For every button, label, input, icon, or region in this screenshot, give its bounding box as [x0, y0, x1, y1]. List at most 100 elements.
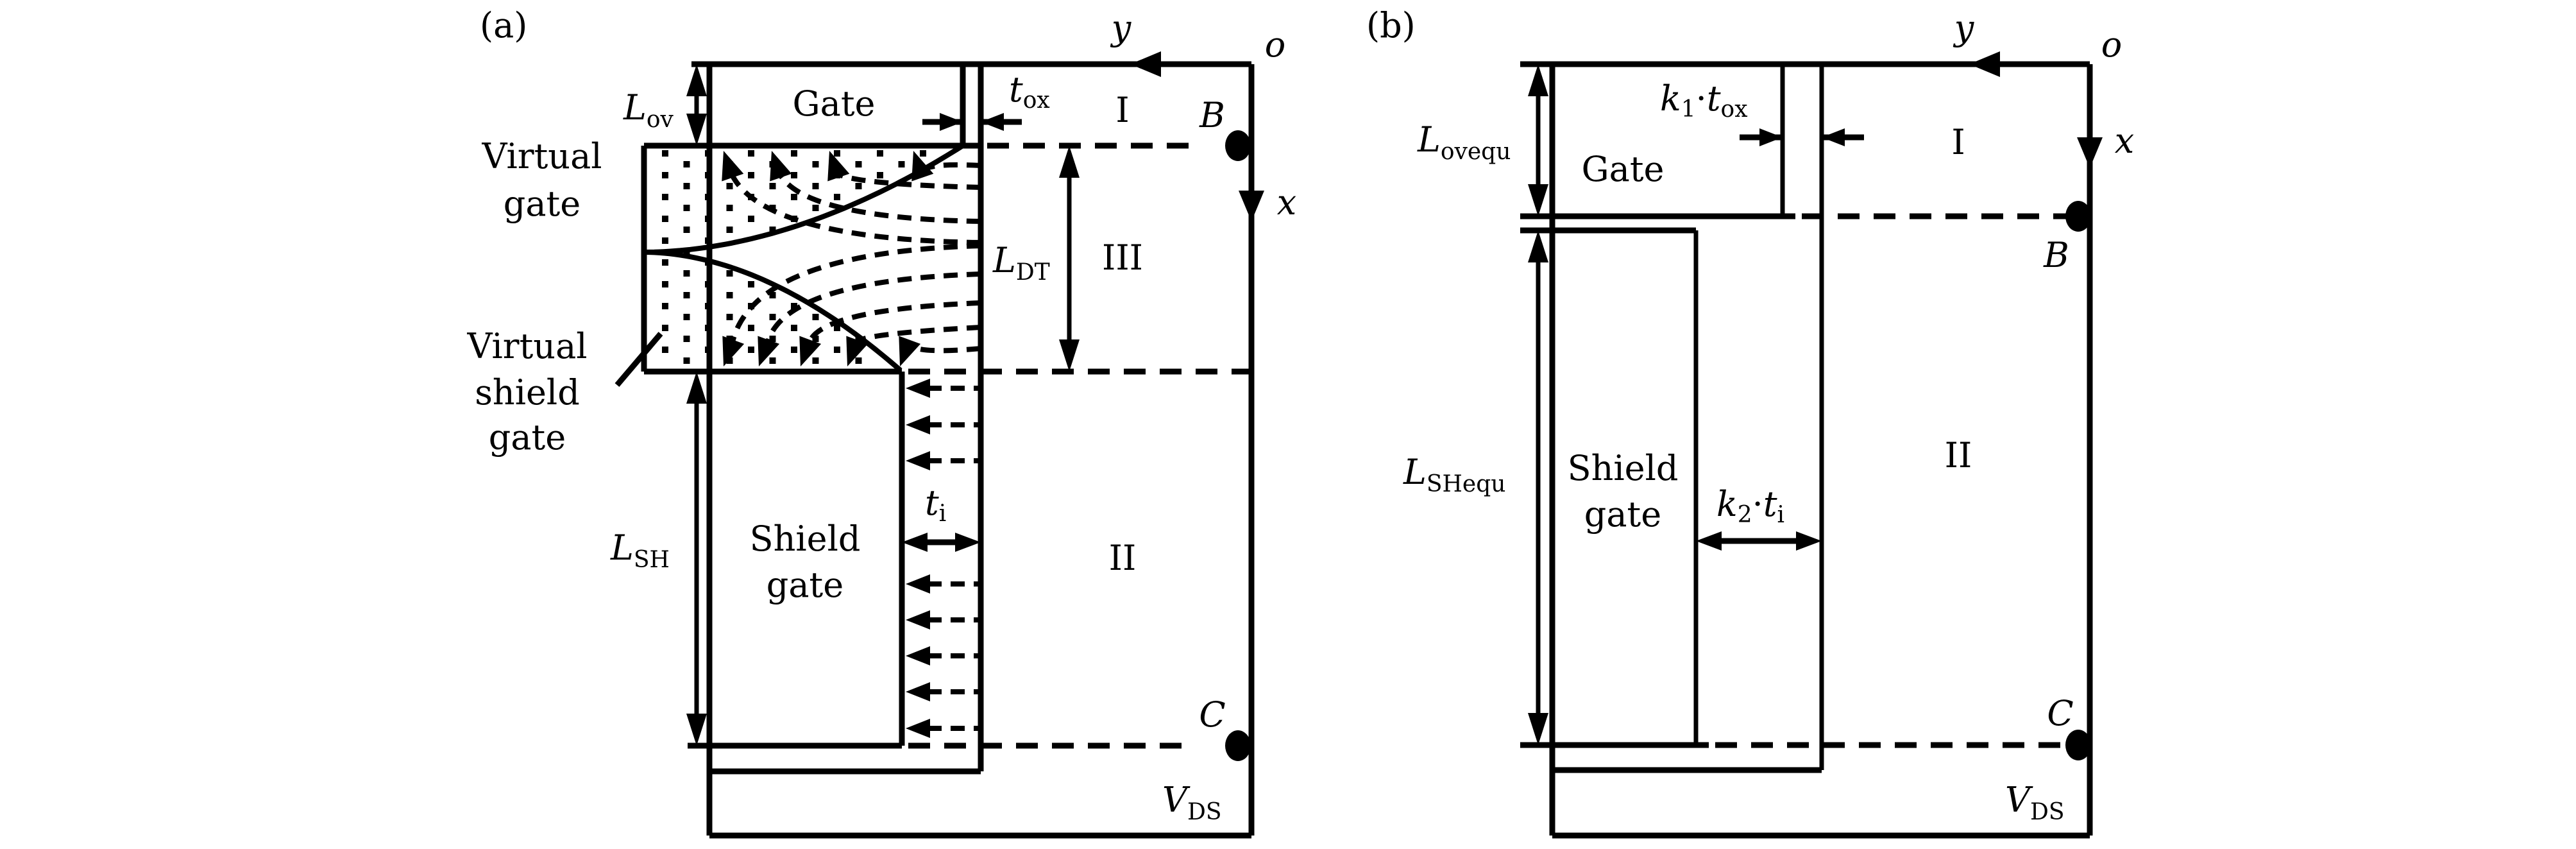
dot — [662, 303, 668, 309]
dot — [812, 161, 819, 167]
k2-ti-dimension-arrowhead-right — [1796, 531, 1822, 551]
dot — [769, 292, 776, 298]
axis-x-label: x — [1277, 182, 1296, 223]
dot — [791, 347, 797, 353]
t-i-label: ti — [925, 483, 946, 527]
axis-y-label: y — [1953, 8, 1975, 48]
dot — [748, 325, 754, 331]
point-b-label: B — [2043, 235, 2069, 275]
virtual-gate-label-line2: gate — [504, 184, 580, 224]
virtual-shield-gate-label-line2: shield — [475, 372, 580, 413]
dot — [769, 227, 776, 233]
shield-field-arrowhead-icon — [906, 451, 930, 470]
dot — [920, 150, 926, 157]
l-ov-dimension-arrowhead-top — [686, 64, 707, 96]
point-b-marker — [2065, 201, 2091, 232]
panel-a-geometry — [614, 51, 1264, 839]
origin-label: o — [1265, 24, 1286, 65]
dot — [748, 347, 754, 353]
x-axis-arrowhead-icon — [2077, 137, 2103, 168]
point-c-label: C — [2047, 693, 2073, 733]
l-dt-dimension-arrowhead-top — [1059, 146, 1080, 178]
dot — [683, 270, 690, 277]
field-line-upper — [729, 172, 981, 245]
point-c-label: C — [1199, 694, 1225, 735]
dot — [769, 336, 776, 342]
dot — [662, 281, 668, 287]
field-line-arrowhead-icon — [846, 336, 869, 366]
t-i-dimension-arrowhead-right — [955, 533, 981, 552]
region-2-label: II — [1109, 538, 1137, 578]
dot — [662, 216, 668, 222]
field-line-upper — [777, 171, 981, 224]
dot — [769, 314, 776, 320]
panel-a-tag: (a) — [480, 5, 527, 46]
panel-a: (a) Virtual gate Virtual shield gate Gat… — [466, 5, 1296, 839]
l-ovequ-dimension-arrowhead-bottom — [1528, 184, 1548, 216]
point-b-marker — [1225, 130, 1251, 161]
v-ds-label: VDS — [1162, 780, 1222, 825]
dot — [662, 194, 668, 200]
field-line-lower — [730, 243, 981, 343]
l-shequ-dimension-arrowhead-top — [1528, 230, 1548, 262]
l-ovequ-dimension-arrowhead-top — [1528, 64, 1548, 96]
panel-b-tag: (b) — [1366, 5, 1416, 46]
shield-field-arrowhead-icon — [906, 574, 930, 594]
dot — [812, 183, 819, 189]
dot — [662, 259, 668, 266]
dot — [748, 172, 754, 178]
field-line-arrowhead-icon — [722, 151, 744, 182]
shield-field-arrowhead-icon — [906, 415, 930, 434]
dot — [834, 194, 840, 200]
dot — [834, 325, 840, 331]
dot — [855, 357, 862, 364]
l-dt-label: LDT — [992, 240, 1050, 286]
dot — [683, 292, 690, 298]
shield-field-arrowhead-icon — [906, 682, 930, 701]
dot — [726, 357, 733, 364]
k2-ti-dimension-arrowhead-left — [1696, 531, 1722, 551]
shield-gate-label-line1: Shield — [750, 519, 861, 559]
field-line-arrowhead-icon — [722, 336, 745, 366]
field-line-arrowhead-icon — [899, 336, 921, 366]
l-dt-dimension-arrowhead-bottom — [1059, 339, 1080, 372]
dot — [726, 314, 733, 320]
t-i-dimension-arrowhead-left — [902, 533, 928, 552]
l-shequ-label: LSHequ — [1403, 452, 1505, 497]
field-line-lower — [906, 341, 981, 354]
dot — [683, 205, 690, 211]
x-axis-arrowhead-icon — [1239, 191, 1264, 221]
virtual-gate-label-line1: Virtual — [481, 136, 602, 176]
dot — [791, 325, 797, 331]
dot — [877, 172, 883, 178]
region-1-label: I — [1951, 122, 1965, 162]
field-line-lower — [807, 300, 981, 343]
dot — [662, 237, 668, 244]
l-ov-dimension-arrowhead-bottom — [686, 114, 707, 146]
shield-field-arrowhead-icon — [906, 610, 930, 630]
dot — [898, 161, 905, 167]
t-ox-arrowhead-right — [940, 113, 963, 131]
axis-x-label: x — [2115, 121, 2134, 161]
k1-tox-label: k1·tox — [1660, 78, 1748, 123]
region-1-label: I — [1115, 90, 1129, 130]
dot — [812, 314, 819, 320]
l-shequ-dimension-arrowhead-bottom — [1528, 713, 1548, 745]
field-line-arrowhead-icon — [827, 151, 850, 182]
l-ov-label: Lov — [623, 87, 674, 133]
dot — [791, 194, 797, 200]
dot — [662, 172, 668, 178]
field-line-lower — [765, 271, 981, 343]
dot — [855, 161, 862, 167]
field-line-arrowhead-icon — [799, 336, 822, 366]
dot — [748, 281, 754, 287]
field-line-arrowhead-icon — [770, 151, 792, 182]
dot — [834, 150, 840, 157]
dot — [769, 183, 776, 189]
dot — [683, 183, 690, 189]
origin-label: o — [2101, 24, 2123, 65]
dot — [791, 150, 797, 157]
panel-b: (b) Gate Shield gate Lovequ k1·tox LSHeq… — [1366, 5, 2134, 839]
shield-gate-label-line1: Shield — [1568, 448, 1679, 488]
dot — [726, 205, 733, 211]
